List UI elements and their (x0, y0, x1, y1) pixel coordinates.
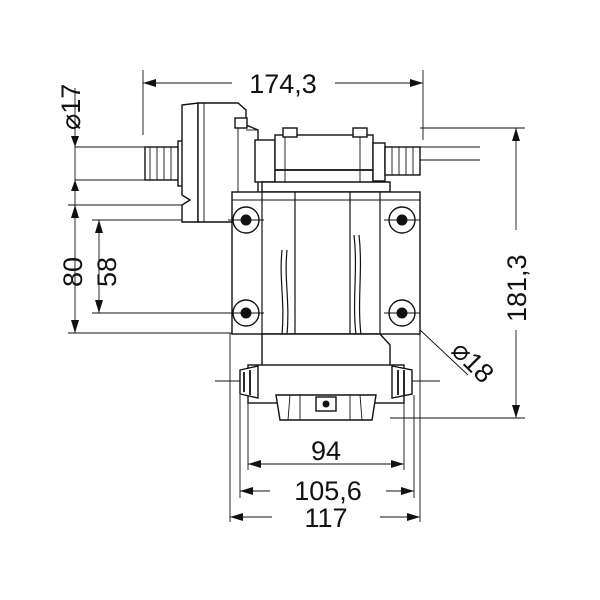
dimension-height-outer: 80 (58, 204, 246, 334)
dim-overall-height-label: 181,3 (502, 254, 532, 322)
dimension-base-outer: 117 (229, 330, 421, 533)
dim-base-inner-label: 94 (311, 436, 341, 466)
dimension-base-mid: 105,6 (239, 395, 415, 506)
dimension-overall-width: 174,3 (142, 69, 424, 140)
bracket-top-plate (261, 181, 391, 193)
dim-base-outer-label: 117 (304, 503, 347, 533)
dim-overall-width-label: 174,3 (249, 69, 317, 99)
mounting-hole-bottom-right (384, 299, 420, 327)
motor-collar (254, 127, 386, 188)
dim-height-outer-label: 80 (58, 257, 88, 287)
dimension-base-inner: 94 (247, 395, 405, 470)
motor-wires (280, 234, 362, 366)
motor-base (239, 333, 413, 404)
dim-base-mid-label: 105,6 (294, 476, 362, 506)
dimension-height-inner: 58 (92, 219, 246, 314)
mounting-hole-bottom-left (228, 299, 264, 327)
dimension-inlet-diameter: ⌀17 (56, 84, 86, 208)
mounting-hole-top-left (228, 206, 264, 234)
mounting-hole-top-right (384, 206, 420, 234)
motor-feet (275, 394, 377, 421)
dim-height-inner-label: 58 (92, 257, 122, 287)
dim-hole-diameter-label: ⌀18 (446, 335, 500, 389)
dim-inlet-diameter-label: ⌀17 (56, 84, 86, 130)
pump-body (144, 102, 421, 421)
dimension-overall-height: 181,3 (390, 127, 532, 419)
right-hose-barb (384, 146, 421, 176)
